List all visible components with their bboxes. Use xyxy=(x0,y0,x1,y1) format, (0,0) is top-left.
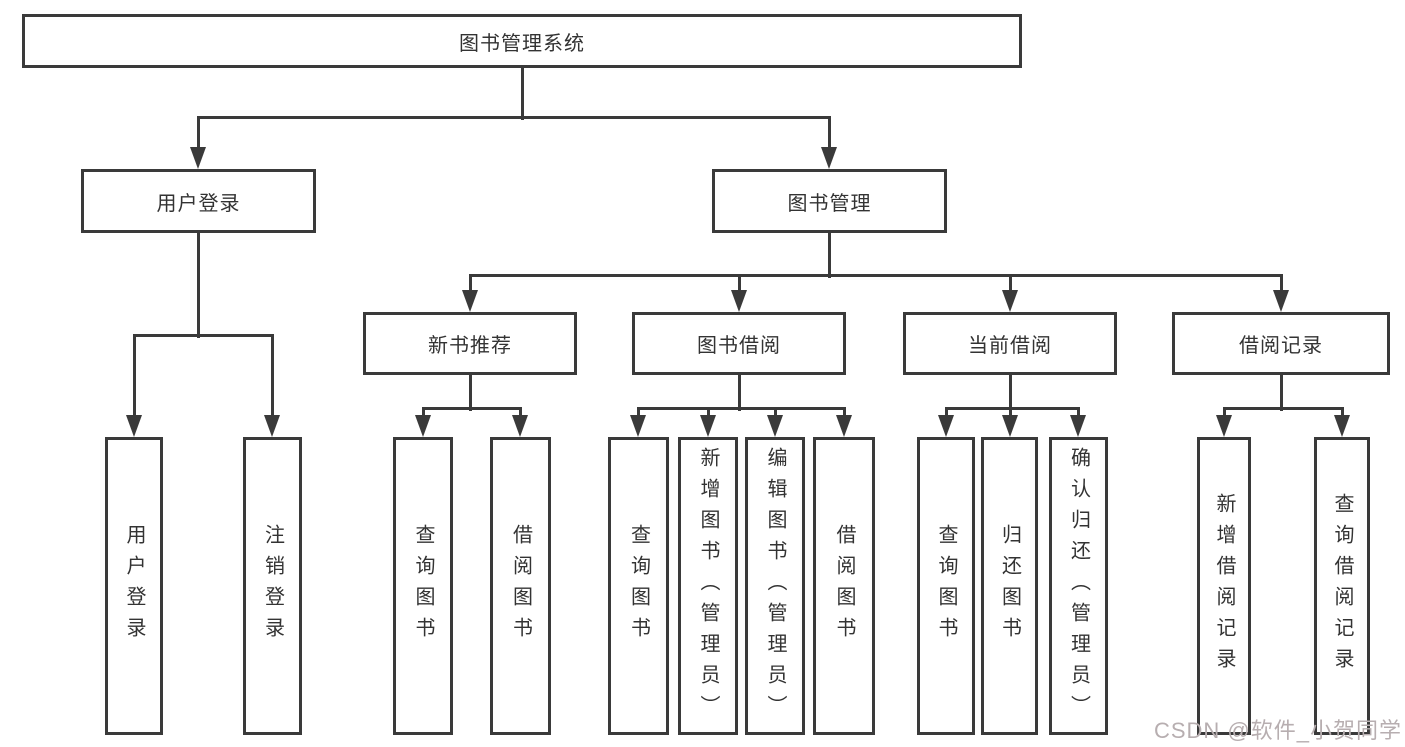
node-library-management-system-label: 图书管理系统 xyxy=(459,32,585,55)
arrowhead-icon xyxy=(630,415,646,437)
csdn-watermark: CSDN @软件_小贺同学 xyxy=(1153,718,1402,743)
node-leaf-borrow-books-borrowing: 借阅图书 xyxy=(813,437,875,735)
edge-branch xyxy=(196,117,200,149)
edge-stem xyxy=(196,233,200,338)
node-current-borrowing: 当前借阅 xyxy=(903,312,1117,375)
arrowhead-icon xyxy=(264,415,280,437)
node-borrow-records: 借阅记录 xyxy=(1172,312,1390,375)
edge-stem xyxy=(737,375,741,411)
node-leaf-return-books: 归还图书 xyxy=(981,437,1038,735)
node-leaf-user-login-label: 用户登录 xyxy=(123,524,145,648)
node-leaf-edit-books-admin-label: 编辑图书（管理员） xyxy=(764,446,786,726)
arrowhead-icon xyxy=(1002,415,1018,437)
node-leaf-add-borrow-record: 新增借阅记录 xyxy=(1197,437,1251,735)
node-leaf-query-borrow-record: 查询借阅记录 xyxy=(1314,437,1370,735)
arrowhead-icon xyxy=(512,415,528,437)
node-leaf-query-books-borrowing: 查询图书 xyxy=(608,437,669,735)
node-leaf-confirm-return-admin: 确认归还（管理员） xyxy=(1049,437,1108,735)
edge-branch xyxy=(773,408,777,417)
edge-bar xyxy=(1222,406,1344,410)
node-leaf-edit-books-admin: 编辑图书（管理员） xyxy=(745,437,805,735)
node-leaf-query-books-borrowing-label: 查询图书 xyxy=(627,524,650,648)
edge-bar xyxy=(196,115,831,119)
node-leaf-add-books-admin: 新增图书（管理员） xyxy=(678,437,738,735)
node-book-management-label: 图书管理 xyxy=(787,192,872,215)
node-leaf-query-borrow-record-label: 查询借阅记录 xyxy=(1331,493,1353,679)
edge-branch xyxy=(944,408,948,417)
arrowhead-icon xyxy=(126,415,142,437)
node-leaf-logout: 注销登录 xyxy=(243,437,302,735)
edge-branch xyxy=(468,275,472,292)
node-leaf-confirm-return-admin-label: 确认归还（管理员） xyxy=(1067,446,1090,726)
node-borrow-records-label: 借阅记录 xyxy=(1239,335,1323,357)
node-leaf-return-books-label: 归还图书 xyxy=(998,524,1021,648)
node-leaf-borrow-books-borrowing-label: 借阅图书 xyxy=(833,524,855,648)
edge-branch xyxy=(1008,275,1012,292)
node-leaf-add-books-admin-label: 新增图书（管理员） xyxy=(697,446,719,726)
edge-branch xyxy=(421,408,425,417)
edge-branch xyxy=(636,408,640,417)
edge-branch xyxy=(518,408,522,417)
node-current-borrowing-label: 当前借阅 xyxy=(968,335,1052,357)
edge-bar xyxy=(468,273,1283,277)
edge-branch xyxy=(842,408,846,417)
arrowhead-icon xyxy=(1002,290,1018,312)
edge-bar xyxy=(421,406,522,410)
arrowhead-icon xyxy=(190,147,206,169)
arrowhead-icon xyxy=(700,415,716,437)
edge-branch xyxy=(706,408,710,417)
arrowhead-icon xyxy=(415,415,431,437)
node-new-book-recommend-label: 新书推荐 xyxy=(428,335,512,357)
arrowhead-icon xyxy=(731,290,747,312)
arrowhead-icon xyxy=(1334,415,1350,437)
arrowhead-icon xyxy=(938,415,954,437)
node-leaf-borrow-books-recommend: 借阅图书 xyxy=(490,437,551,735)
edge-branch xyxy=(827,117,831,149)
node-book-borrowing: 图书借阅 xyxy=(632,312,846,375)
arrowhead-icon xyxy=(1273,290,1289,312)
edge-stem xyxy=(1279,375,1283,411)
edge-bar xyxy=(636,406,846,410)
node-leaf-query-books-current: 查询图书 xyxy=(917,437,975,735)
edge-branch xyxy=(737,275,741,292)
arrowhead-icon xyxy=(1216,415,1232,437)
node-leaf-logout-label: 注销登录 xyxy=(261,524,284,648)
node-leaf-query-books-current-label: 查询图书 xyxy=(935,524,957,648)
edge-stem xyxy=(468,375,472,411)
edge-stem xyxy=(1008,375,1012,411)
edge-branch xyxy=(1008,408,1012,417)
edge-branch xyxy=(1076,408,1080,417)
arrowhead-icon xyxy=(462,290,478,312)
edge-branch xyxy=(1340,408,1344,417)
arrowhead-icon xyxy=(836,415,852,437)
edge-bar xyxy=(132,333,274,337)
arrowhead-icon xyxy=(767,415,783,437)
node-book-management: 图书管理 xyxy=(712,169,947,233)
edge-branch xyxy=(132,335,136,417)
node-leaf-query-books-recommend-label: 查询图书 xyxy=(412,524,434,648)
node-user-login-label: 用户登录 xyxy=(156,192,241,215)
edge-branch xyxy=(1222,408,1226,417)
node-leaf-query-books-recommend: 查询图书 xyxy=(393,437,453,735)
edge-stem xyxy=(520,68,524,120)
edge-branch xyxy=(1279,275,1283,292)
edge-stem xyxy=(827,233,831,278)
node-book-borrowing-label: 图书借阅 xyxy=(697,335,781,357)
node-leaf-user-login: 用户登录 xyxy=(105,437,163,735)
node-leaf-borrow-books-recommend-label: 借阅图书 xyxy=(509,524,532,648)
node-user-login: 用户登录 xyxy=(81,169,316,233)
node-leaf-add-borrow-record-label: 新增借阅记录 xyxy=(1213,493,1235,679)
arrowhead-icon xyxy=(821,147,837,169)
edge-bar xyxy=(944,406,1080,410)
node-library-management-system: 图书管理系统 xyxy=(22,14,1022,68)
edge-branch xyxy=(270,335,274,417)
arrowhead-icon xyxy=(1070,415,1086,437)
node-new-book-recommend: 新书推荐 xyxy=(363,312,577,375)
